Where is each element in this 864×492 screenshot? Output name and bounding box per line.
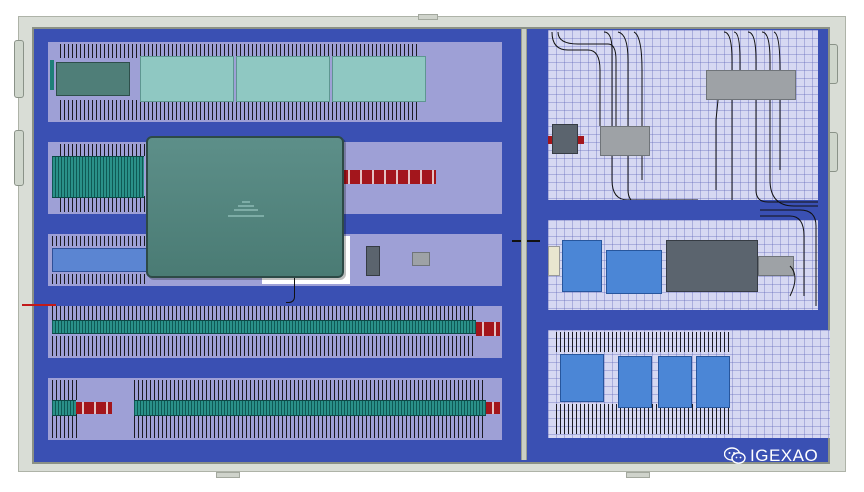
hmi-logo-icon: [228, 201, 264, 217]
right-top-small-device: [552, 124, 578, 154]
row5-bottom-wires: [134, 414, 486, 438]
right-top-cables: [551, 31, 818, 207]
overload-relay: [758, 256, 794, 276]
row5-terminal-strip: [134, 400, 486, 416]
breaker-group-2: [606, 250, 662, 294]
row1-top-wires: [60, 44, 420, 58]
row3-relay: [412, 252, 430, 266]
center-divider: [521, 29, 527, 460]
right-mid-relay-group: [600, 126, 650, 156]
watermark-text: IGEXAO: [750, 446, 819, 465]
row3-blue-terminals: [52, 248, 148, 272]
row5-left-wires-bottom: [52, 414, 80, 438]
right-top-rail-right: [578, 136, 584, 144]
row4-top-wires: [52, 306, 476, 320]
plc-io-module-3: [332, 56, 426, 102]
plc-cpu-module: [56, 62, 130, 96]
row2-terminal-group: [52, 156, 144, 198]
row4-rail-end: [476, 322, 500, 336]
row5-left-wires-top: [52, 380, 80, 400]
contactor-group: [666, 240, 758, 292]
right-bottom-top-wires: [556, 332, 730, 352]
breaker-group-6: [696, 356, 730, 408]
breaker-group-4: [618, 356, 652, 408]
row5-rail-end: [486, 402, 500, 414]
row2-top-wires: [60, 144, 150, 156]
incoming-cable: [22, 304, 56, 306]
right-top-rail-left: [548, 136, 552, 144]
row5-rail-left: [76, 402, 112, 414]
hmi-panel: [146, 136, 344, 278]
row1-bottom-wires: [60, 100, 420, 120]
row4-terminal-strip: [52, 320, 476, 334]
top-tab: [418, 14, 438, 20]
breaker-group-3: [560, 354, 604, 402]
row4-bottom-wires: [52, 336, 476, 356]
bottom-tab-right: [626, 472, 650, 478]
right-top-plate: [548, 30, 818, 200]
watermark: IGEXAO: [724, 446, 818, 466]
left-hinge-bottom: [14, 130, 24, 186]
hmi-cable: [286, 278, 295, 303]
row1-end-terminal: [50, 60, 54, 90]
right-mid-cables: [760, 209, 817, 306]
bottom-tab-left: [216, 472, 240, 478]
power-supply: [548, 246, 560, 276]
right-horizontal-duct: [548, 200, 760, 220]
row3-top-wires: [52, 236, 146, 246]
right-top-relay-group: [706, 70, 796, 100]
row5-top-wires: [134, 380, 486, 400]
breaker-group-1: [562, 240, 602, 292]
row2-bottom-wires: [60, 196, 150, 212]
wechat-icon: [724, 447, 746, 464]
right-bottom-bottom-wires: [556, 404, 730, 434]
row5-small-terminals: [52, 400, 76, 416]
left-hinge-top: [14, 40, 24, 98]
breaker-group-5: [658, 356, 692, 408]
plc-io-module-2: [236, 56, 330, 102]
plc-io-module-1: [140, 56, 234, 102]
row3-small-device: [366, 246, 380, 276]
row3-bottom-wires: [52, 274, 146, 284]
row2-din-rail: [342, 170, 436, 184]
